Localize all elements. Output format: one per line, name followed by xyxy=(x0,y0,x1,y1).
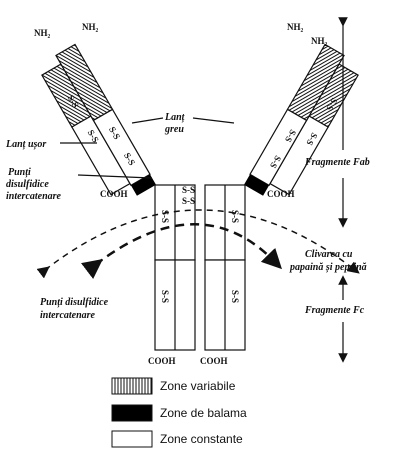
label-clivarea-2: papaină și pepsină xyxy=(289,262,367,273)
label-clivarea-1: Clivarea cu xyxy=(305,249,353,260)
label-cooh-right-arm: COOH xyxy=(267,189,295,199)
cleavage-arc-inner xyxy=(80,223,282,280)
legend-swatch-hinge xyxy=(111,404,153,422)
label-lant-usor: Lanț ușor xyxy=(5,139,46,150)
label-cooh-bottom-right: COOH xyxy=(200,356,228,366)
legend-swatch-constant xyxy=(111,430,153,448)
left-fab-arm: S-S S-S S-S S-S xyxy=(41,43,156,196)
fc-ss-4: S-S xyxy=(230,290,240,303)
label-punti-bottom-2: intercatenare xyxy=(40,310,96,321)
label-nh2-right-inner: NH₂ xyxy=(287,22,304,32)
cleavage-arc-outer xyxy=(36,209,360,279)
fc-ss-2: S-S xyxy=(230,210,240,223)
label-cooh-left-arm: COOH xyxy=(100,189,128,199)
label-nh2-left-inner: NH₂ xyxy=(82,22,99,32)
legend-label-hinge: Zone de balama xyxy=(160,406,247,420)
pointer-lant-greu-left xyxy=(131,117,164,124)
label-lant-greu-1: Lanț xyxy=(164,112,186,123)
fc-ss-3: S-S xyxy=(160,290,170,303)
right-fab-arm: S-S S-S S-S S-S xyxy=(244,43,359,196)
label-punti-top-2: disulfidice xyxy=(6,179,49,190)
pointer-punti-top xyxy=(77,174,153,179)
legend-label-constant: Zone constante xyxy=(160,432,243,446)
hinge-ss-1: S-S xyxy=(182,185,195,195)
legend: Zone variabile Zone de balama Zone const… xyxy=(111,377,247,448)
label-punti-top-3: intercatenare xyxy=(6,191,62,202)
fc-ss-1: S-S xyxy=(160,210,170,223)
legend-swatch-variable xyxy=(111,377,153,395)
label-fragmente-fab: Fragmente Fab xyxy=(304,157,370,168)
legend-label-variable: Zone variabile xyxy=(160,379,236,393)
label-nh2-left-outer: NH₂ xyxy=(34,28,51,38)
label-punti-bottom-1: Punți disulfidice xyxy=(40,297,109,308)
label-punti-top-1: Punți xyxy=(8,167,31,178)
left-hinge xyxy=(130,174,156,196)
hinge-ss-2: S-S xyxy=(182,196,195,206)
label-nh2-right-outer: NH₂ xyxy=(311,36,328,46)
pointer-lant-greu-right xyxy=(192,117,235,124)
label-cooh-bottom-left: COOH xyxy=(148,356,176,366)
right-hinge xyxy=(244,174,270,196)
label-fragmente-fc: Fragmente Fc xyxy=(304,305,365,316)
label-lant-greu-2: greu xyxy=(164,124,184,135)
